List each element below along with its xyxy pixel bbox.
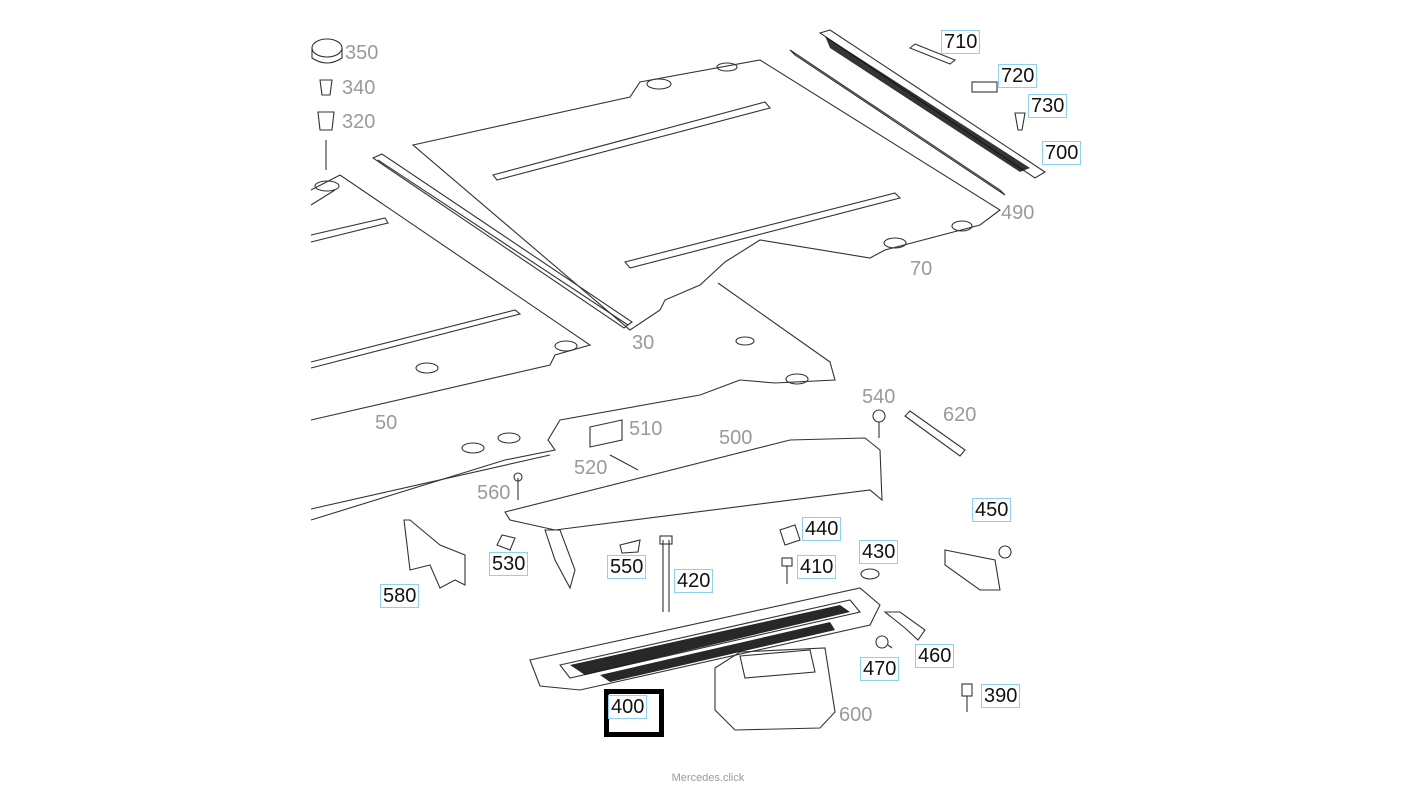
part-label-540: 540 — [862, 386, 896, 408]
part-label-520: 520 — [574, 457, 608, 479]
part-link-450[interactable]: 450 — [972, 498, 1012, 522]
part-link-470[interactable]: 470 — [860, 657, 900, 681]
part-link-530[interactable]: 530 — [489, 552, 529, 576]
footer-brand: Mercedes.click — [671, 772, 745, 784]
part-label-500: 500 — [719, 427, 753, 449]
part-link-420[interactable]: 420 — [674, 569, 714, 593]
part-link-710[interactable]: 710 — [941, 30, 981, 54]
part-label-30: 30 — [632, 332, 655, 354]
part-link-550[interactable]: 550 — [607, 555, 647, 579]
part-label-560: 560 — [477, 482, 511, 504]
part-link-730[interactable]: 730 — [1028, 94, 1068, 118]
part-label-510: 510 — [629, 418, 663, 440]
part-label-340: 340 — [342, 77, 376, 99]
part-link-430[interactable]: 430 — [859, 540, 899, 564]
part-label-600: 600 — [839, 704, 873, 726]
part-label-50: 50 — [375, 412, 398, 434]
part-link-440[interactable]: 440 — [802, 517, 842, 541]
selected-part-highlight — [604, 689, 664, 737]
part-link-410[interactable]: 410 — [797, 555, 837, 579]
part-link-400-selected[interactable]: 400 — [608, 695, 648, 719]
part-label-490: 490 — [1001, 202, 1035, 224]
part-label-70: 70 — [910, 258, 933, 280]
part-link-580[interactable]: 580 — [380, 584, 420, 608]
part-label-620: 620 — [943, 404, 977, 426]
part-label-350: 350 — [345, 42, 379, 64]
part-label-320: 320 — [342, 111, 376, 133]
part-link-390[interactable]: 390 — [981, 684, 1021, 708]
part-link-720[interactable]: 720 — [998, 64, 1038, 88]
part-link-460[interactable]: 460 — [915, 644, 955, 668]
part-link-700[interactable]: 700 — [1042, 141, 1082, 165]
